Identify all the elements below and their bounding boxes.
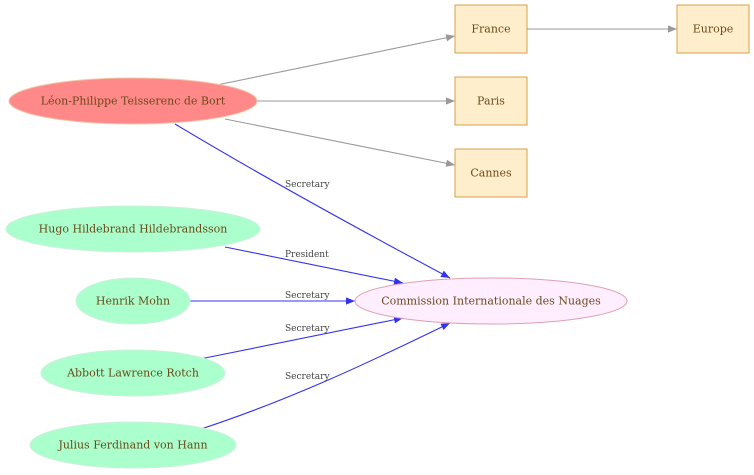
- edge-hann-commission: [197, 322, 451, 431]
- node-teisserenc[interactable]: Léon-Philippe Teisserenc de Bort: [8, 77, 258, 125]
- edge-hildebrandsson-commission: [224, 246, 404, 285]
- node-label-rotch: Abbott Lawrence Rotch: [66, 367, 199, 380]
- node-label-hildebrandsson: Hugo Hildebrand Hildebrandsson: [39, 223, 228, 236]
- node-label-france: France: [471, 23, 510, 36]
- node-label-cannes: Cannes: [470, 167, 512, 180]
- edge-teisserenc-cannes: [224, 118, 456, 167]
- edge-label-mohn-commission: Secretary: [285, 291, 330, 301]
- node-label-paris: Paris: [477, 95, 505, 108]
- node-france[interactable]: France: [454, 4, 528, 54]
- edge-label-hildebrandsson-commission: President: [285, 250, 329, 260]
- node-paris[interactable]: Paris: [454, 76, 528, 126]
- node-rotch[interactable]: Abbott Lawrence Rotch: [40, 349, 226, 397]
- node-hann[interactable]: Julius Ferdinand von Hann: [29, 421, 237, 469]
- edge-label-teisserenc-commission: Secretary: [285, 180, 330, 190]
- node-europe[interactable]: Europe: [676, 4, 750, 54]
- node-label-europe: Europe: [693, 23, 734, 36]
- node-mohn[interactable]: Henrik Mohn: [75, 277, 191, 325]
- node-label-commission: Commission Internationale des Nuages: [381, 295, 601, 308]
- edge-teisserenc-commission: [174, 123, 451, 279]
- node-label-teisserenc: Léon-Philippe Teisserenc de Bort: [41, 95, 226, 108]
- node-hildebrandsson[interactable]: Hugo Hildebrand Hildebrandsson: [5, 205, 261, 253]
- node-label-mohn: Henrik Mohn: [96, 295, 170, 308]
- node-label-hann: Julius Ferdinand von Hann: [57, 439, 207, 452]
- edge-label-rotch-commission: Secretary: [285, 324, 330, 334]
- edge-teisserenc-france: [211, 34, 456, 87]
- edge-label-hann-commission: Secretary: [285, 372, 330, 382]
- node-cannes[interactable]: Cannes: [454, 148, 528, 198]
- edge-rotch-commission: [199, 316, 404, 360]
- node-commission[interactable]: Commission Internationale des Nuages: [354, 277, 628, 325]
